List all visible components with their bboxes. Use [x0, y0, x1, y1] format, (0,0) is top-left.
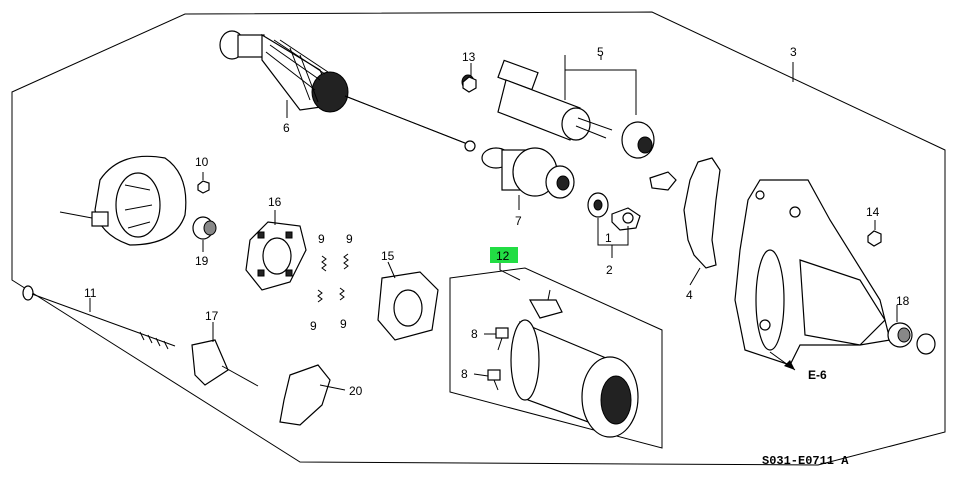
callout-9-upper-right[interactable]: 9: [346, 232, 353, 246]
brush-lower-part: [487, 369, 501, 381]
brush-plate-part: [191, 339, 259, 387]
callout-10[interactable]: 10: [195, 155, 209, 169]
field-coil-subassembly-outline: [449, 267, 663, 449]
callout-15[interactable]: 15: [381, 249, 395, 263]
e6-arrow-head: [784, 360, 795, 370]
callout-12-highlight: [490, 247, 518, 263]
callout-16[interactable]: 16: [268, 195, 282, 209]
shift-lever-part: [649, 157, 721, 269]
overrunning-clutch-part: [481, 147, 575, 199]
armature-plate-part: [377, 271, 439, 341]
rear-cover-part: [59, 155, 187, 246]
solenoid-part: [461, 59, 655, 159]
direction-label-e6: E-6: [808, 368, 827, 382]
nut-10-part: [197, 180, 210, 194]
callout-17[interactable]: 17: [205, 309, 219, 323]
callout-20[interactable]: 20: [349, 384, 363, 398]
yoke-part: [510, 289, 639, 438]
brush-upper-part: [495, 327, 509, 339]
callout-9-upper-left[interactable]: 9: [318, 232, 325, 246]
nut-13-part: [462, 76, 477, 93]
callout-8-lower[interactable]: 8: [461, 367, 468, 381]
callout-9-lower-right[interactable]: 9: [340, 317, 347, 331]
through-bolt-part: [22, 285, 176, 350]
callout-12[interactable]: 12: [496, 249, 510, 263]
callout-14[interactable]: 14: [866, 205, 880, 219]
leader-lines: [89, 55, 898, 391]
front-housing-part: [734, 179, 891, 366]
gasket-part: [279, 364, 331, 426]
callout-18[interactable]: 18: [896, 294, 910, 308]
callout-3[interactable]: 3: [790, 45, 797, 59]
callout-13[interactable]: 13: [462, 50, 476, 64]
callout-4[interactable]: 4: [686, 288, 693, 302]
bushing-part: [887, 322, 936, 355]
callout-6[interactable]: 6: [283, 121, 290, 135]
callout-11[interactable]: 11: [84, 286, 97, 300]
callout-8-upper[interactable]: 8: [471, 327, 478, 341]
callout-19[interactable]: 19: [195, 254, 209, 268]
callout-2[interactable]: 2: [606, 263, 613, 277]
callout-7[interactable]: 7: [515, 214, 522, 228]
callout-5[interactable]: 5: [597, 45, 604, 59]
bearing-part: [192, 216, 217, 240]
callout-1[interactable]: 1: [605, 231, 612, 245]
brush-holder-part: [245, 221, 307, 291]
brush-springs-part: [317, 253, 349, 303]
diagram-code: S031-E0711 A: [762, 454, 849, 468]
nut-14-part: [867, 230, 882, 247]
callout-9-lower-left[interactable]: 9: [310, 319, 317, 333]
armature-part: [219, 30, 476, 152]
assembly-outline: [11, 11, 946, 466]
stop-ring-part: [587, 192, 641, 231]
